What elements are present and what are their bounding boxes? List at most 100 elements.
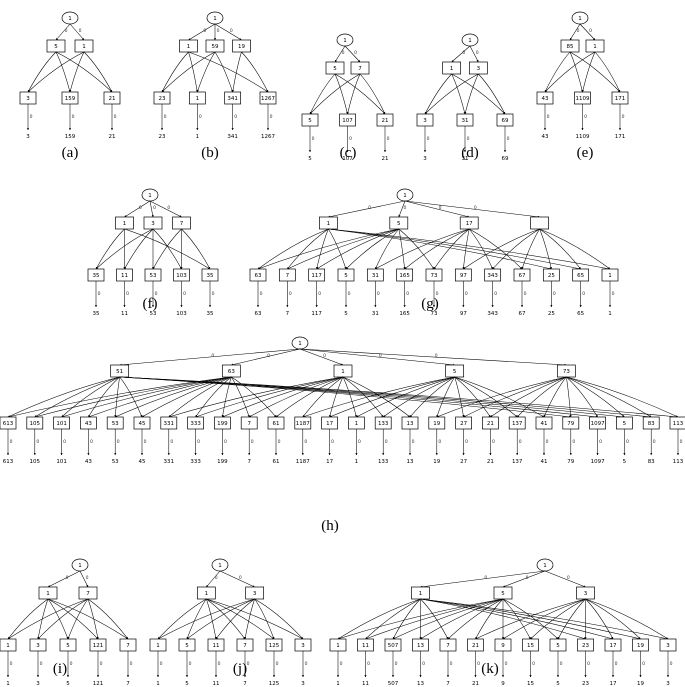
edge-label: 0: [462, 50, 465, 56]
mid-label: 85: [567, 44, 574, 50]
edge-label: 0: [318, 291, 321, 297]
mid-edge: [468, 228, 493, 270]
edge-label: 0: [379, 353, 382, 359]
mid-edge: [569, 51, 584, 93]
mid-label: 73: [563, 369, 570, 375]
leaf-label: 107: [342, 118, 353, 124]
edge-label: 0: [86, 575, 89, 581]
mid-edge: [83, 51, 113, 93]
mid-edge: [7, 598, 49, 640]
edge-label: 0: [305, 661, 308, 667]
mid-edge: [530, 598, 586, 640]
leaf-label: 7: [243, 643, 247, 649]
mid-edge: [544, 51, 596, 93]
leaf-value: 5: [623, 459, 627, 465]
mid-edge: [27, 51, 57, 93]
mid-edge: [490, 376, 567, 418]
mid-edge: [195, 376, 344, 418]
edge-label: 0: [589, 28, 592, 34]
edge-label: 0: [212, 291, 215, 297]
edge-label: 0: [312, 136, 315, 142]
mid-edge: [7, 598, 89, 640]
mid-edge: [544, 51, 571, 93]
leaf-value: 5: [556, 681, 560, 687]
edge-label: 0: [270, 114, 273, 120]
mid-edge: [382, 376, 455, 418]
mid-edge: [585, 598, 614, 640]
mid-label: 1: [46, 591, 50, 597]
edge-label: 0: [553, 291, 556, 297]
leaf-value: 1: [336, 681, 340, 687]
leaf-value: 31: [462, 156, 469, 162]
leaf-value: 121: [93, 681, 104, 687]
leaf-label: 101: [56, 421, 67, 427]
mid-edge: [316, 228, 329, 270]
leaf-value: 7: [247, 459, 251, 465]
edge-label: 0: [197, 439, 200, 445]
mid-edge: [342, 376, 384, 418]
mid-edge: [248, 376, 344, 418]
leaf-value: 105: [30, 459, 41, 465]
edge-label: 0: [217, 28, 220, 34]
leaf-label: 25: [548, 273, 555, 279]
mid-edge: [157, 598, 207, 640]
leaf-label: 67: [519, 273, 526, 279]
mid-edge: [88, 376, 232, 418]
mid-edge: [87, 598, 99, 640]
leaf-value: 103: [176, 311, 187, 317]
edge-label: 0: [100, 661, 103, 667]
edge-label: 0: [354, 50, 357, 56]
mid-edge: [475, 598, 504, 640]
mid-edge: [7, 376, 120, 418]
edge-label: 0: [547, 114, 550, 120]
leaf-label: 45: [139, 421, 146, 427]
leaf-label: 5: [344, 273, 348, 279]
edge-label: 0: [422, 661, 425, 667]
mid-edge: [114, 376, 120, 418]
edge-label: 0: [215, 575, 218, 581]
mid-edge: [420, 598, 641, 640]
mid-edge: [168, 376, 344, 418]
mid-edge: [181, 228, 211, 270]
mid-label: 5: [397, 221, 401, 227]
leaf-value: 1: [6, 681, 10, 687]
edge-label: 0: [234, 114, 237, 120]
mid-edge: [119, 376, 679, 418]
leaf-value: 65: [577, 311, 584, 317]
mid-label: 5: [453, 369, 457, 375]
mid-edge: [34, 376, 232, 418]
mid-edge: [566, 376, 679, 418]
leaf-value: 21: [487, 459, 494, 465]
leaf-label: 21: [472, 643, 479, 649]
edge-label: 0: [72, 114, 75, 120]
mid-edge: [161, 51, 216, 93]
mid-edge: [469, 228, 523, 270]
edge-label: 0: [224, 439, 227, 445]
edge-label: 0: [526, 575, 529, 581]
leaf-label: 341: [227, 96, 238, 102]
mid-edge: [37, 598, 89, 640]
edge-label: 0: [79, 28, 82, 34]
mid-edge: [356, 376, 455, 418]
edge-label: 0: [532, 661, 535, 667]
edge-label: 0: [331, 439, 334, 445]
mid-edge: [517, 376, 567, 418]
leaf-label: 7: [126, 643, 130, 649]
edge-label: 0: [438, 439, 441, 445]
panel-label: (h): [321, 518, 339, 534]
mid-edge: [392, 598, 421, 640]
leaf-label: 43: [542, 96, 549, 102]
mid-edge: [119, 376, 652, 418]
leaf-value: 21: [109, 134, 116, 140]
leaf-value: 107: [342, 156, 353, 162]
root-edge: [79, 570, 89, 588]
mid-edge: [420, 598, 449, 640]
mid-edge: [188, 51, 199, 93]
mid-edge: [334, 73, 386, 115]
edge-label: 0: [70, 661, 73, 667]
leaf-label: 35: [93, 273, 100, 279]
mid-edge: [569, 51, 621, 93]
